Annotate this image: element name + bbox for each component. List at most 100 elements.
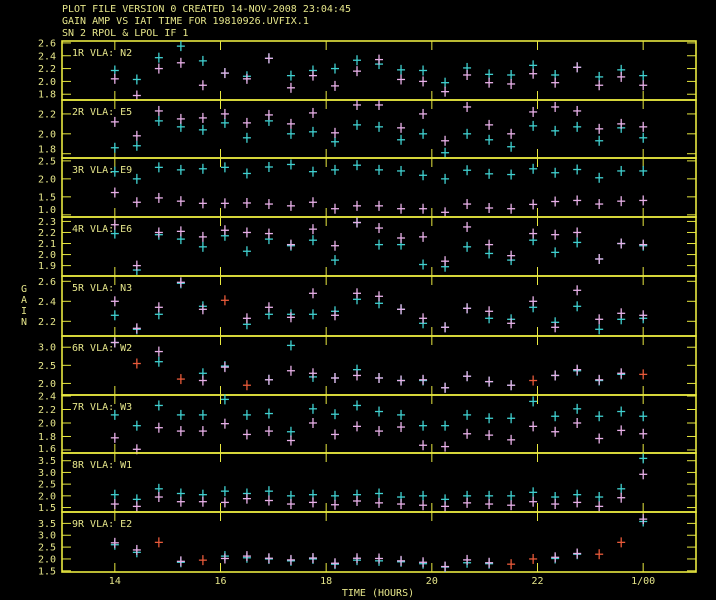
lpol-point	[242, 493, 251, 504]
lpol-point	[639, 121, 648, 132]
lpol-point	[441, 135, 450, 146]
lpol-point	[353, 553, 362, 564]
lpol-point	[375, 372, 384, 383]
lpol-point	[264, 109, 273, 120]
lpol-point	[132, 544, 141, 555]
y-tick-label: 2.6	[38, 38, 56, 49]
panel-label: 6R VLA: W2	[72, 343, 132, 354]
lpol-point	[308, 368, 317, 379]
lpol-point	[639, 195, 648, 206]
lpol-point	[419, 374, 428, 385]
lpol-point	[639, 469, 648, 480]
rpol-point	[242, 409, 251, 420]
lpol-point	[463, 428, 472, 439]
lpol-point	[286, 200, 295, 211]
rpol-point	[529, 487, 538, 498]
y-tick-label: 2.2	[38, 64, 56, 75]
lpol-point	[507, 78, 516, 89]
lpol-point	[573, 285, 582, 296]
lpol-point	[110, 432, 119, 443]
rpol-point	[353, 119, 362, 130]
lpol-point	[529, 68, 538, 79]
lpol-point	[132, 90, 141, 101]
y-tick-label: 2.5	[38, 156, 56, 167]
lpol-point	[286, 365, 295, 376]
rpol-point	[595, 71, 604, 82]
lpol-point	[463, 371, 472, 382]
y-tick-label: 1.0	[38, 205, 56, 216]
rpol-point	[617, 165, 626, 176]
lpol-point	[154, 302, 163, 313]
header-line-2: GAIN AMP VS IAT TIME FOR 19810926.UVFIX.…	[62, 16, 309, 27]
y-tick-label: 1.8	[38, 144, 56, 155]
rpol-point	[551, 167, 560, 178]
lpol-point	[176, 277, 185, 288]
rpol-point	[463, 128, 472, 139]
lpol-point	[353, 200, 362, 211]
lpol-point	[375, 426, 384, 437]
lpol-point	[132, 501, 141, 512]
lpol-point	[507, 434, 516, 445]
y-tick-label: 2.0	[38, 554, 56, 565]
lpol-point	[110, 73, 119, 84]
panel-label: 3R VLA: E9	[72, 165, 132, 176]
lpol-point	[617, 196, 626, 207]
lpol-point	[198, 231, 207, 242]
lpol-point	[176, 226, 185, 237]
panel-label: 1R VLA: N2	[72, 48, 132, 59]
lpol-point	[154, 346, 163, 357]
lpol-point	[595, 501, 604, 512]
rpol-point	[397, 165, 406, 176]
rpol-point	[330, 409, 339, 420]
lpol-point	[419, 500, 428, 511]
lpol-point	[463, 221, 472, 232]
lpol-point	[441, 501, 450, 512]
lpol-point	[176, 496, 185, 507]
lpol-point	[639, 239, 648, 250]
rpol-point	[286, 128, 295, 139]
flagged-point	[132, 358, 141, 369]
y-tick-label: 2.5	[38, 361, 56, 372]
y-tick-label: 3.5	[38, 456, 56, 467]
rpol-point	[507, 69, 516, 80]
lpol-point	[132, 323, 141, 334]
panel-2: 2.22.01.82R VLA: E5	[38, 99, 697, 159]
rpol-point	[353, 55, 362, 66]
rpol-point	[110, 409, 119, 420]
rpol-point	[485, 413, 494, 424]
rpol-point	[110, 166, 119, 177]
lpol-point	[573, 548, 582, 559]
lpol-point	[595, 123, 604, 134]
rpol-point	[308, 235, 317, 246]
lpol-point	[485, 430, 494, 441]
rpol-point	[441, 420, 450, 431]
y-axis-label-char: I	[21, 306, 27, 317]
lpol-point	[286, 435, 295, 446]
y-tick-label: 1.5	[38, 192, 56, 203]
lpol-point	[507, 318, 516, 329]
lpol-point	[441, 322, 450, 333]
rpol-point	[639, 453, 648, 464]
rpol-point	[154, 356, 163, 367]
lpol-point	[397, 304, 406, 315]
y-tick-label: 1.9	[38, 261, 56, 272]
lpol-point	[551, 552, 560, 563]
lpol-point	[529, 496, 538, 507]
rpol-point	[198, 409, 207, 420]
rpol-point	[529, 120, 538, 131]
lpol-point	[551, 426, 560, 437]
lpol-point	[639, 514, 648, 525]
rpol-point	[154, 52, 163, 63]
lpol-point	[198, 375, 207, 386]
rpol-point	[264, 486, 273, 497]
rpol-point	[198, 241, 207, 252]
rpol-point	[110, 228, 119, 239]
lpol-point	[441, 86, 450, 97]
flagged-point	[507, 559, 516, 570]
lpol-point	[330, 203, 339, 214]
rpol-point	[529, 396, 538, 407]
lpol-point	[485, 306, 494, 317]
rpol-point	[308, 126, 317, 137]
rpol-point	[419, 490, 428, 501]
y-tick-label: 3.0	[38, 531, 56, 542]
